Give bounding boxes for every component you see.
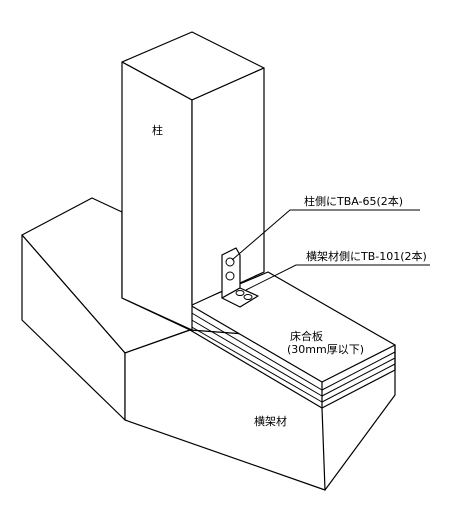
leader-line-column-side <box>231 209 420 261</box>
label-beam-side-connector: 横架材側にTB-101(2本) <box>306 249 427 263</box>
screw-icon <box>225 271 235 281</box>
label-column-side-connector: 柱側にTBA-65(2本) <box>304 194 403 208</box>
bracket-horizontal-plate <box>221 287 259 308</box>
label-column: 柱 <box>152 123 163 137</box>
screw-icon <box>235 290 245 296</box>
label-floor-board: 床合板 <box>290 329 323 343</box>
column-side-face <box>191 67 265 306</box>
label-floor-board-thickness: (30mm厚以下) <box>287 343 364 356</box>
column-front-face <box>121 61 193 331</box>
label-beam: 横架材 <box>254 414 287 428</box>
screw-icon <box>243 294 253 300</box>
column <box>121 31 265 331</box>
leader-line-beam-side <box>245 264 430 291</box>
metal-bracket <box>221 247 259 308</box>
